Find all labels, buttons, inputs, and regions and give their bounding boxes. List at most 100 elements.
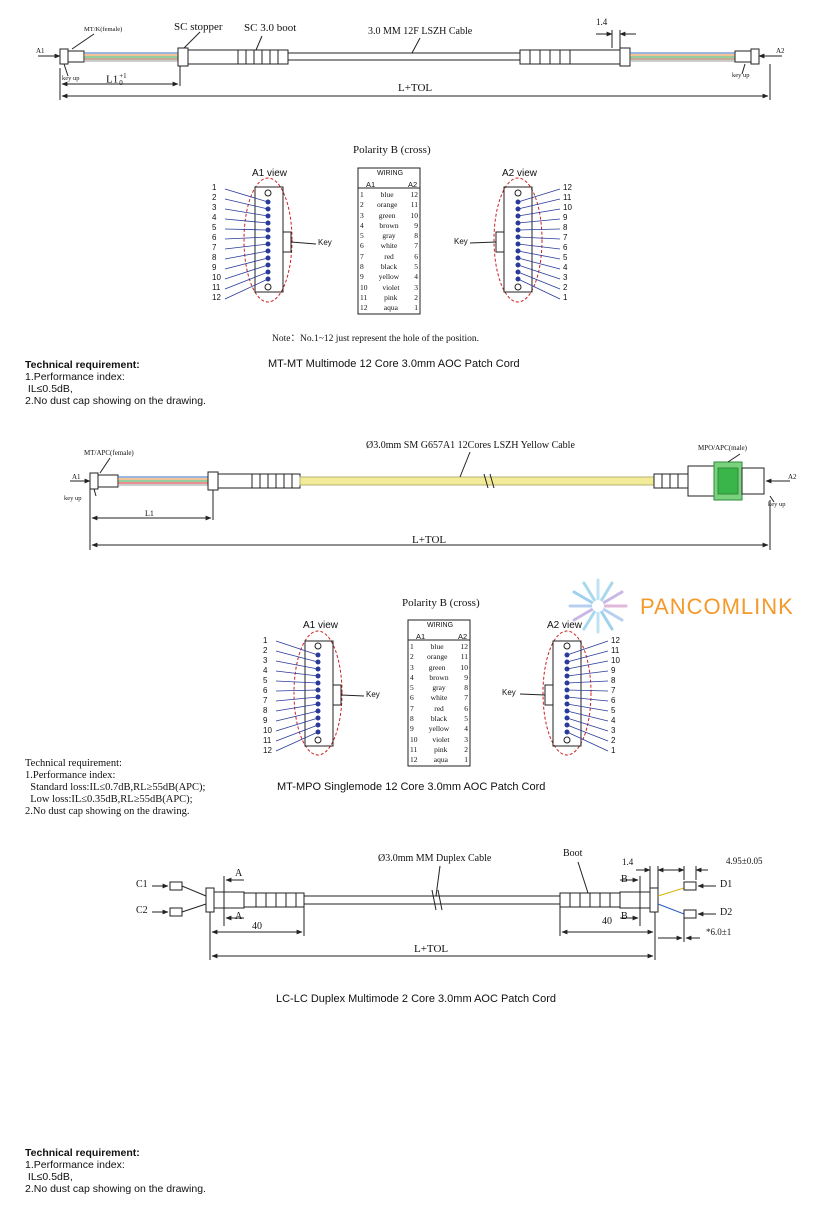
pin-number: 5 <box>611 706 616 715</box>
pin-number: 8 <box>212 253 217 262</box>
pin-number: 1 <box>212 183 217 192</box>
wiring-pin: 12 <box>360 303 368 313</box>
wiring-pin: 11 <box>360 292 368 302</box>
wiring-color: orange <box>377 200 398 210</box>
pin-number: 7 <box>212 243 217 252</box>
wiring-pin: 5 <box>414 262 418 272</box>
wiring-pin: 11 <box>410 744 418 754</box>
wiring-row: 8 black 5 <box>360 262 418 272</box>
pin-number: 2 <box>212 193 217 202</box>
wiring-color: yellow <box>428 724 450 734</box>
wiring-pin: 10 <box>410 210 419 220</box>
dim-40-right: 40 <box>602 916 612 927</box>
d1-label: D1 <box>720 879 733 890</box>
wiring-pin: 4 <box>464 724 468 734</box>
wiring-color: red <box>384 251 394 261</box>
wiring-pin: 2 <box>410 652 414 662</box>
brand-logo-text: PANCOMLINK <box>640 594 794 619</box>
wiring-pin: 6 <box>464 703 468 713</box>
pin-number: 9 <box>212 263 217 272</box>
wiring-color: white <box>380 241 398 251</box>
wiring-pin: 10 <box>460 662 469 672</box>
wiring-col-a1-1: A1 <box>366 180 376 189</box>
a2-view-title-1: A2 view <box>502 168 538 179</box>
a1-label-2: A1 <box>72 473 81 481</box>
requirement-line: 2.No dust cap showing on the drawing. <box>25 395 206 407</box>
wiring-color: black <box>430 714 448 724</box>
pin-number: 8 <box>563 223 568 232</box>
mt-apc-connector-label: MT/APC(female) <box>84 449 134 457</box>
a1-view-title-1: A1 view <box>252 168 288 179</box>
pin-number: 3 <box>563 273 568 282</box>
pin-number: 3 <box>611 726 616 735</box>
key-up-label-right-1: key up <box>732 72 750 79</box>
wiring-title-1: WIRING <box>377 170 404 177</box>
wiring-pin: 3 <box>414 282 418 292</box>
dim-40-left: 40 <box>252 921 262 932</box>
requirement-line: 2.No dust cap showing on the drawing. <box>25 806 190 817</box>
wiring-color: violet <box>382 282 400 292</box>
c2-label: C2 <box>136 905 148 916</box>
polarity-diagram-2 <box>275 619 609 767</box>
sunburst-logo-icon <box>568 578 628 634</box>
wiring-color: black <box>380 262 398 272</box>
mt-mt-cable-drawing <box>38 30 782 100</box>
a1-label-1: A1 <box>36 47 45 55</box>
pin-number: 10 <box>563 203 572 212</box>
pin-number: 4 <box>611 716 616 725</box>
requirement-line: 1.Performance index: <box>25 1159 125 1171</box>
pin-number: 6 <box>563 243 568 252</box>
polarity-diagram-1 <box>224 167 561 315</box>
wiring-pin: 12 <box>410 755 418 765</box>
section-b-label-top: B <box>621 874 628 885</box>
pin-number: 2 <box>263 646 268 655</box>
caption-lc-lc: LC-LC Duplex Multimode 2 Core 3.0mm AOC … <box>276 993 556 1005</box>
pin-number: 10 <box>263 726 272 735</box>
pin-number: 11 <box>263 736 272 745</box>
pin-number: 7 <box>563 233 568 242</box>
pin-number: 5 <box>263 676 268 685</box>
requirement-line: IL≤0.5dB, <box>25 383 73 395</box>
wiring-pin: 6 <box>360 241 364 251</box>
wiring-pin: 6 <box>414 251 418 261</box>
wiring-pin: 4 <box>410 672 414 682</box>
pin-number: 5 <box>563 253 568 262</box>
wiring-col-a2-1: A2 <box>408 180 418 189</box>
position-note: Note：No.1~12 just represent the hole of … <box>272 334 479 344</box>
pin-number: 6 <box>263 686 268 695</box>
wiring-color: green <box>378 210 396 220</box>
pin-number: 9 <box>563 213 568 222</box>
requirement-line: IL≤0.5dB, <box>25 1171 73 1183</box>
pin-number: 6 <box>212 233 217 242</box>
wiring-pin: 8 <box>410 714 414 724</box>
wiring-pin: 3 <box>410 662 414 672</box>
wiring-color: pink <box>434 744 448 754</box>
section-a-label-bottom: A <box>235 911 243 922</box>
wiring-color: red <box>434 703 444 713</box>
pin-number: 4 <box>563 263 568 272</box>
pin-number: 2 <box>611 736 616 745</box>
pin-number: 1 <box>611 746 616 755</box>
key-up-label-left-1: key up <box>62 75 80 82</box>
a2-view-title-2: A2 view <box>547 620 583 631</box>
tech-req-lines-3: 1.Performance index: IL≤0.5dB,2.No dust … <box>25 1159 206 1195</box>
pin-number: 2 <box>563 283 568 292</box>
pin-number: 9 <box>611 666 616 675</box>
wiring-pin: 4 <box>414 272 418 282</box>
wiring-pin: 8 <box>360 262 364 272</box>
wiring-pin: 1 <box>414 303 418 313</box>
pin-number: 7 <box>263 696 268 705</box>
